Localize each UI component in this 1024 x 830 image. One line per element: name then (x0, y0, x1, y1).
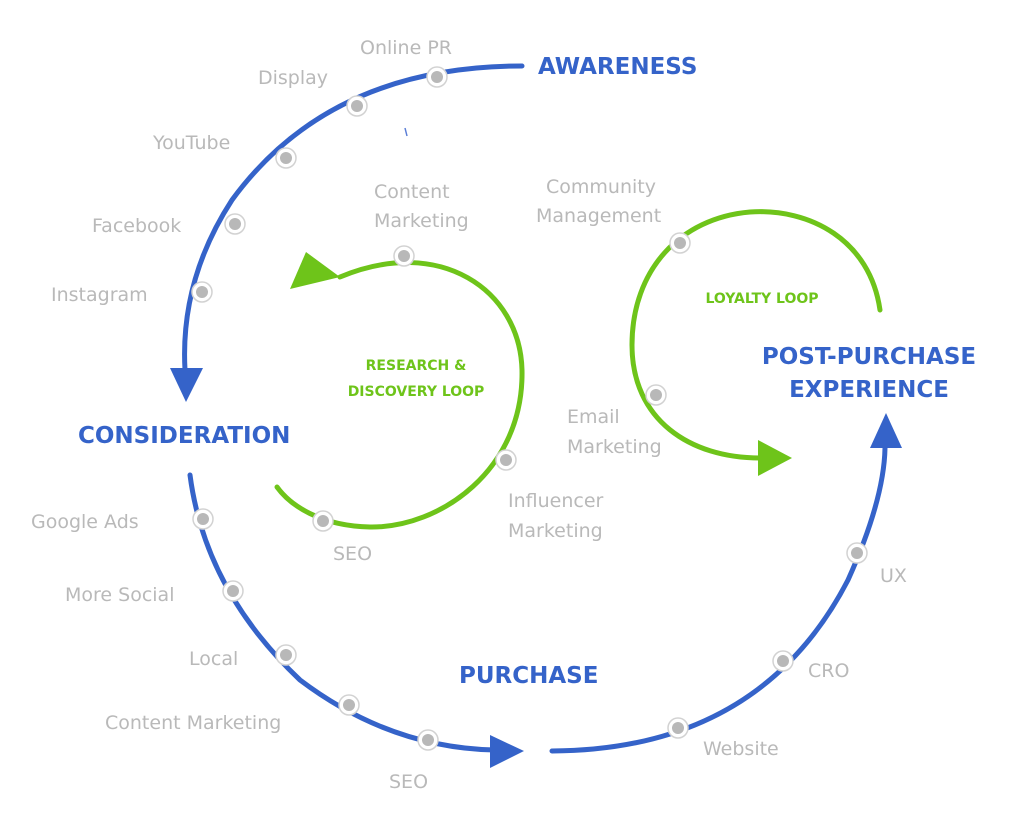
node-google-ads (192, 508, 214, 530)
loyalty-loop-label: LOYALTY LOOP (705, 291, 818, 307)
node-content-marketing (338, 694, 360, 716)
node-local (275, 644, 297, 666)
node-loyalty-email (645, 384, 667, 406)
research-channel-seo: SEO (333, 543, 372, 565)
node-display (346, 95, 368, 117)
loyalty-channel-email-line2: Marketing (567, 436, 662, 458)
stage-awareness: AWARENESS (538, 54, 697, 80)
purchase-arrow-icon (490, 735, 524, 768)
node-research-influencer (495, 449, 517, 471)
loyalty-loop-arrow-icon (758, 440, 792, 476)
node-research-content-marketing (393, 245, 415, 267)
stage-purchase: PURCHASE (459, 663, 598, 689)
purchase-to-post-purchase-arc (549, 445, 888, 754)
stage-post-purchase-line2: EXPERIENCE (789, 377, 949, 403)
channel-cro: CRO (808, 660, 849, 682)
node-online-pr (426, 66, 448, 88)
consideration-arrow-icon (170, 368, 203, 402)
node-cro (772, 650, 794, 672)
stage-post-purchase-line1: POST-PURCHASE (762, 344, 976, 370)
research-loop-label-line1: RESEARCH & (366, 358, 467, 374)
research-channel-influencer-line2: Marketing (508, 520, 603, 542)
node-website (667, 717, 689, 739)
node-loyalty-community (669, 232, 691, 254)
channel-content-marketing: Content Marketing (105, 712, 281, 734)
loyalty-loop-arc (629, 209, 883, 461)
loyalty-channel-community-line1: Community (546, 176, 656, 198)
node-ux (846, 542, 868, 564)
channel-google-ads: Google Ads (31, 511, 139, 533)
research-channel-influencer-line1: Influencer (508, 490, 604, 512)
awareness-to-consideration-arc (182, 63, 525, 373)
channel-more-social: More Social (65, 584, 174, 606)
research-channel-content-line2: Marketing (374, 210, 469, 232)
post-purchase-arrow-icon (870, 413, 902, 448)
node-youtube (275, 147, 297, 169)
stray-mark (404, 127, 408, 137)
channel-local: Local (189, 648, 238, 670)
channel-youtube: YouTube (152, 132, 230, 154)
channel-facebook: Facebook (92, 215, 181, 237)
research-channel-content-line1: Content (374, 181, 450, 203)
stage-consideration: CONSIDERATION (78, 423, 290, 449)
channel-display: Display (258, 67, 328, 89)
channel-online-pr: Online PR (360, 37, 452, 59)
channel-seo: SEO (389, 771, 428, 793)
node-more-social (222, 580, 244, 602)
channel-ux: UX (880, 565, 907, 587)
loyalty-channel-email-line1: Email (567, 406, 620, 428)
node-seo (417, 729, 439, 751)
node-instagram (191, 281, 213, 303)
channel-instagram: Instagram (51, 284, 148, 306)
node-research-seo (312, 510, 334, 532)
loyalty-channel-community-line2: Management (536, 205, 661, 227)
node-facebook (224, 213, 246, 235)
channel-website: Website (703, 738, 779, 760)
research-loop-label-line2: DISCOVERY LOOP (348, 384, 485, 400)
research-loop-arrow-icon (290, 252, 340, 289)
